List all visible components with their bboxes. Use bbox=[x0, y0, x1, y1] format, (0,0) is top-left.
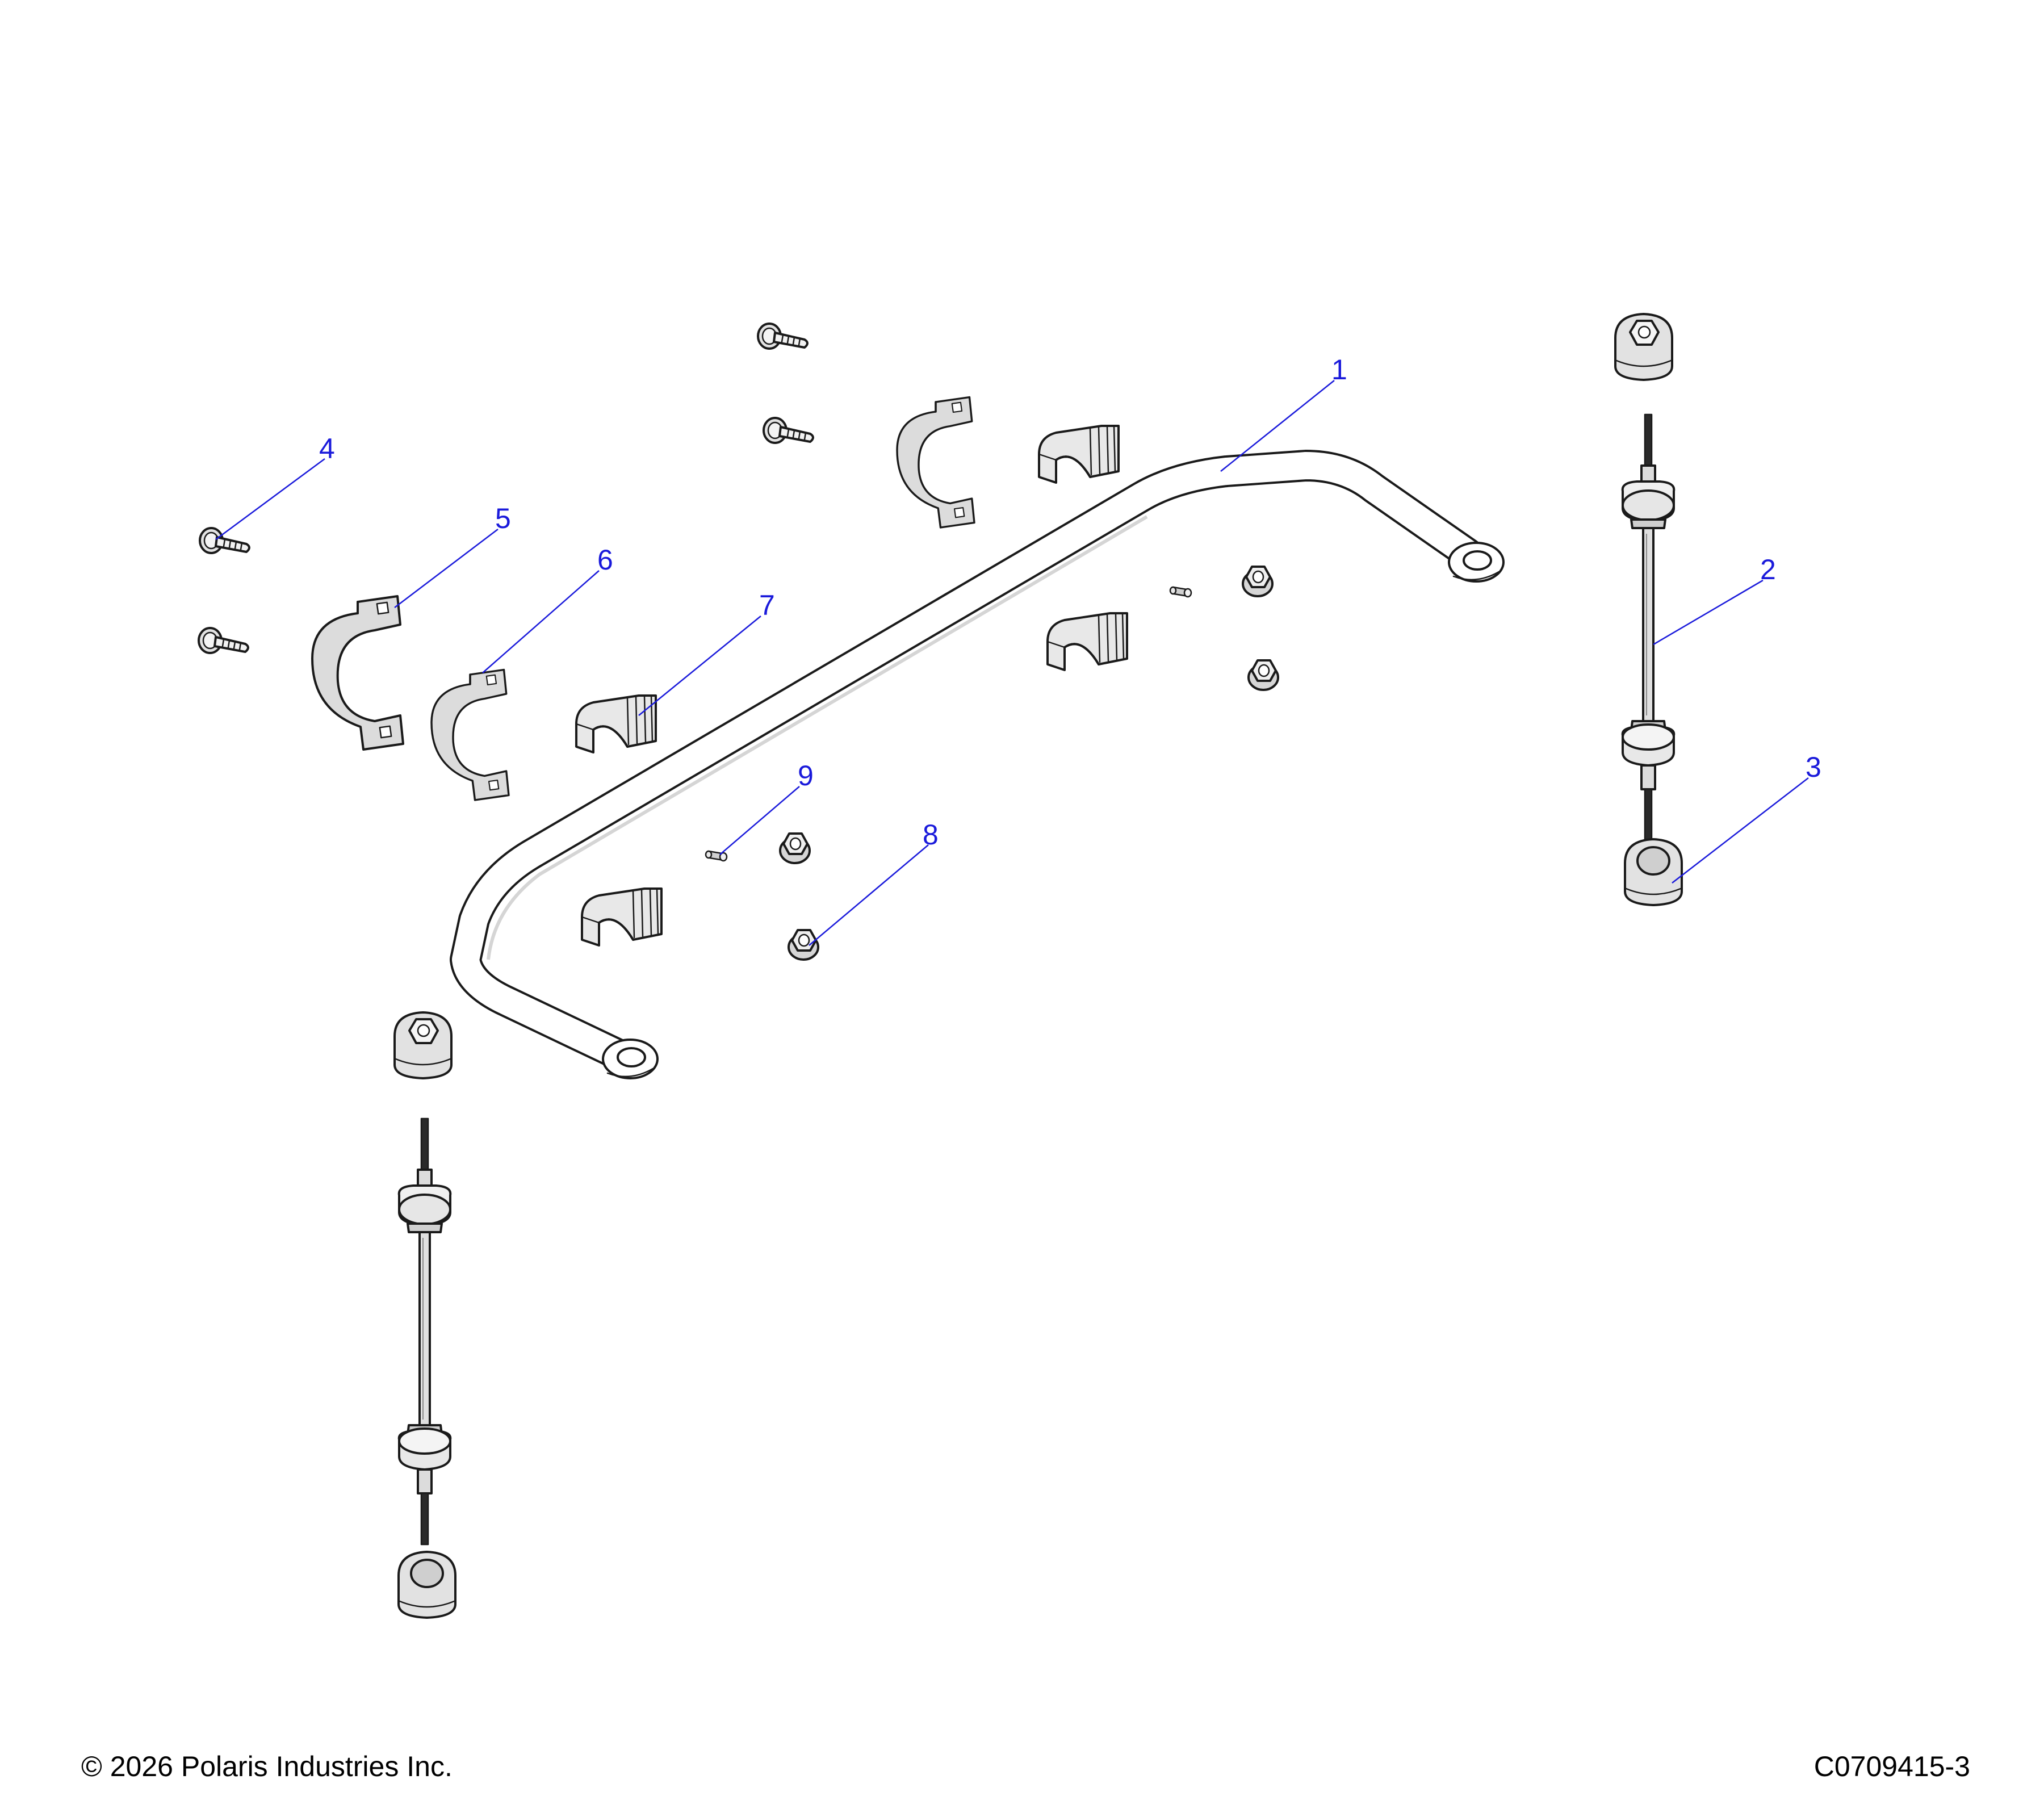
bracket-upper bbox=[896, 396, 975, 529]
bushing-lower-left bbox=[581, 887, 663, 947]
retainer-cup-nut-upper bbox=[1614, 313, 1673, 381]
callout-labels: 1 2 3 4 5 6 7 8 9 bbox=[319, 354, 1821, 851]
callout-8: 8 bbox=[923, 819, 939, 851]
bushing-middle-right bbox=[1046, 612, 1128, 671]
end-link-left bbox=[397, 1117, 452, 1546]
bar-end-right bbox=[1448, 542, 1505, 583]
grease-fitting-9 bbox=[705, 850, 728, 862]
callout-1: 1 bbox=[1331, 354, 1347, 386]
diagram-id: C0709415-3 bbox=[1813, 1751, 1970, 1782]
callout-7: 7 bbox=[759, 589, 775, 621]
callout-9: 9 bbox=[798, 760, 814, 792]
bolt-4c bbox=[757, 323, 809, 350]
callout-4: 4 bbox=[319, 433, 335, 464]
bushing-7 bbox=[575, 694, 657, 753]
bolt-4b bbox=[198, 627, 249, 654]
callout-2: 2 bbox=[1760, 554, 1776, 585]
stabilizer-bar bbox=[450, 450, 1505, 1079]
bracket-5 bbox=[311, 595, 404, 751]
callout-6: 6 bbox=[597, 544, 613, 576]
end-link-2 bbox=[1621, 413, 1676, 841]
nut-8c bbox=[779, 832, 811, 864]
retainer-cup-nut-left bbox=[393, 1011, 453, 1079]
callout-leaders bbox=[215, 380, 1809, 946]
bolt-4d bbox=[763, 417, 814, 444]
callout-3: 3 bbox=[1806, 751, 1821, 783]
bushing-upper-right bbox=[1038, 425, 1120, 484]
bolt-4a bbox=[199, 527, 250, 554]
copyright-text: © 2026 Polaris Industries Inc. bbox=[81, 1751, 453, 1782]
retainer-cup-left bbox=[397, 1551, 456, 1619]
nut-8b bbox=[1247, 659, 1279, 691]
nut-8d bbox=[788, 929, 819, 961]
retainer-cup-3 bbox=[1624, 838, 1683, 906]
grease-fitting-upper bbox=[1169, 586, 1192, 598]
nut-8a bbox=[1242, 566, 1274, 597]
bar-end-left bbox=[602, 1039, 659, 1079]
bracket-6 bbox=[430, 668, 510, 801]
callout-5: 5 bbox=[495, 503, 511, 534]
